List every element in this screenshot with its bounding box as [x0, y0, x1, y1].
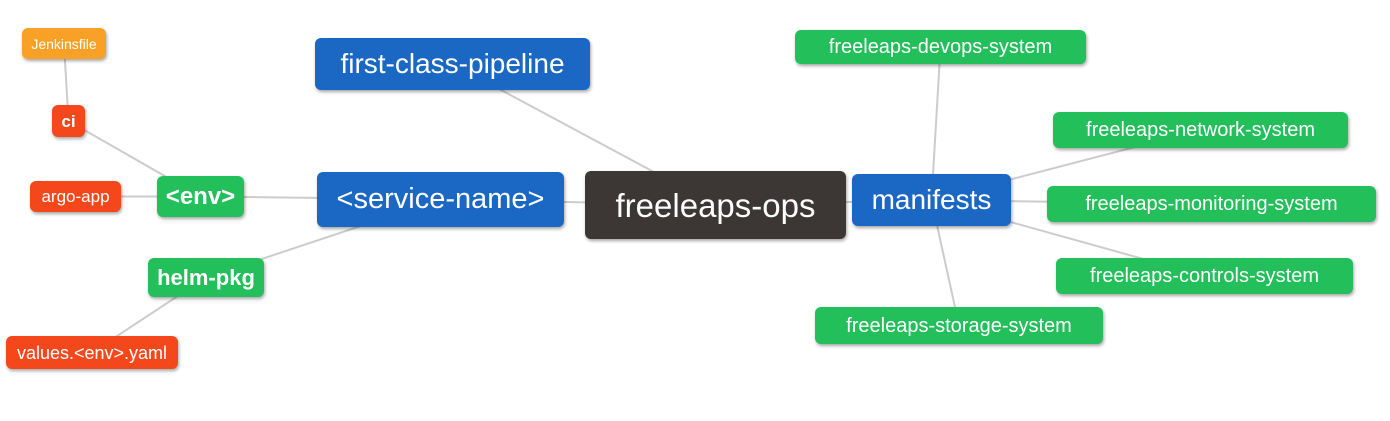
node-manifests[interactable]: manifests — [852, 174, 1011, 226]
node-env[interactable]: <env> — [157, 176, 244, 217]
node-argo-app[interactable]: argo-app — [30, 181, 121, 212]
node-helm-pkg[interactable]: helm-pkg — [148, 258, 264, 297]
node-storage-system[interactable]: freeleaps-storage-system — [815, 307, 1103, 344]
node-ci[interactable]: ci — [52, 105, 85, 137]
node-devops-system[interactable]: freeleaps-devops-system — [795, 30, 1086, 64]
node-network-system[interactable]: freeleaps-network-system — [1053, 112, 1348, 148]
node-first-class-pipeline[interactable]: first-class-pipeline — [315, 38, 590, 90]
node-values-env-yaml[interactable]: values.<env>.yaml — [6, 336, 178, 369]
node-freeleaps-ops[interactable]: freeleaps-ops — [585, 171, 846, 239]
node-jenkinsfile[interactable]: Jenkinsfile — [22, 28, 106, 59]
node-service-name[interactable]: <service-name> — [317, 172, 564, 227]
node-monitoring-system[interactable]: freeleaps-monitoring-system — [1047, 186, 1376, 222]
node-controls-system[interactable]: freeleaps-controls-system — [1056, 258, 1353, 294]
